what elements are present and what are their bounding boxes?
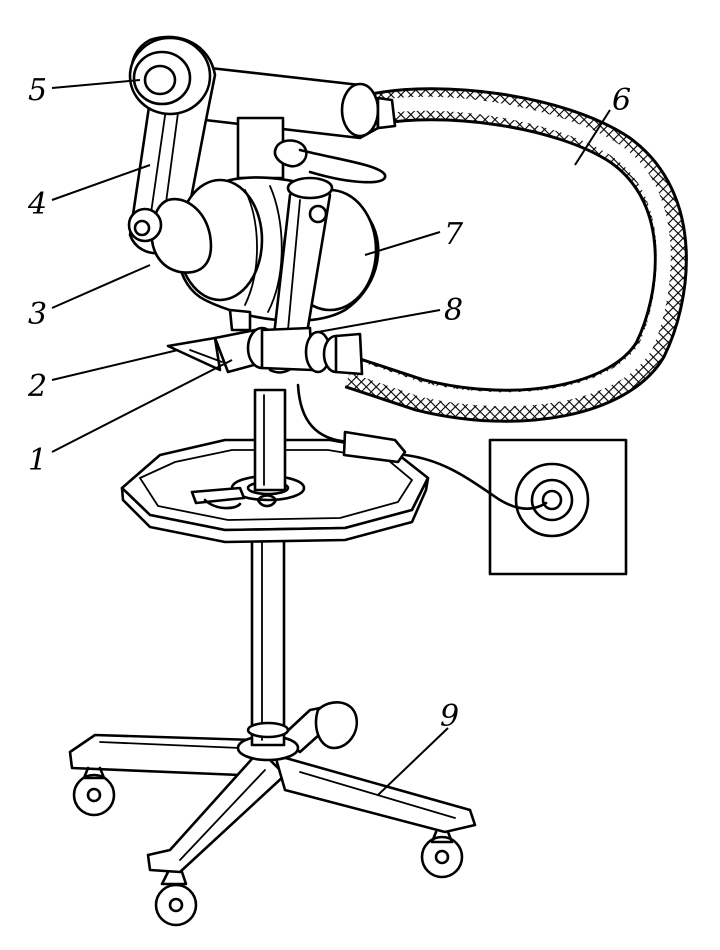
leader-6 — [574, 109, 611, 166]
flexible-shaft — [344, 87, 688, 423]
leader-7 — [364, 231, 441, 256]
leader-2 — [51, 349, 179, 381]
caster-left — [72, 766, 116, 817]
leader-1 — [51, 359, 233, 453]
label-9: 9 — [440, 699, 459, 734]
leader-5 — [51, 79, 141, 89]
stand-column — [246, 518, 290, 747]
label-1: 1 — [28, 443, 47, 478]
caster-right — [420, 830, 464, 879]
power-cable — [296, 383, 548, 510]
label-7: 7 — [444, 217, 464, 252]
leader-3 — [51, 264, 151, 309]
label-6: 6 — [612, 83, 631, 118]
label-2: 2 — [27, 369, 47, 404]
label-4: 4 — [27, 187, 47, 222]
leader-4 — [51, 164, 151, 201]
caster-front — [154, 870, 198, 927]
upper-pillar — [253, 388, 287, 492]
spindle — [166, 308, 364, 376]
wall-socket — [488, 438, 628, 576]
callout-labels: 1 2 3 4 5 6 7 8 9 — [27, 73, 631, 734]
label-8: 8 — [444, 293, 463, 328]
upper-pulley — [128, 36, 212, 116]
leader-9 — [377, 727, 449, 796]
top-arm — [203, 66, 397, 184]
leader-lines — [51, 79, 611, 796]
leader-8 — [317, 309, 441, 333]
label-5: 5 — [28, 73, 47, 108]
label-3: 3 — [28, 297, 47, 332]
